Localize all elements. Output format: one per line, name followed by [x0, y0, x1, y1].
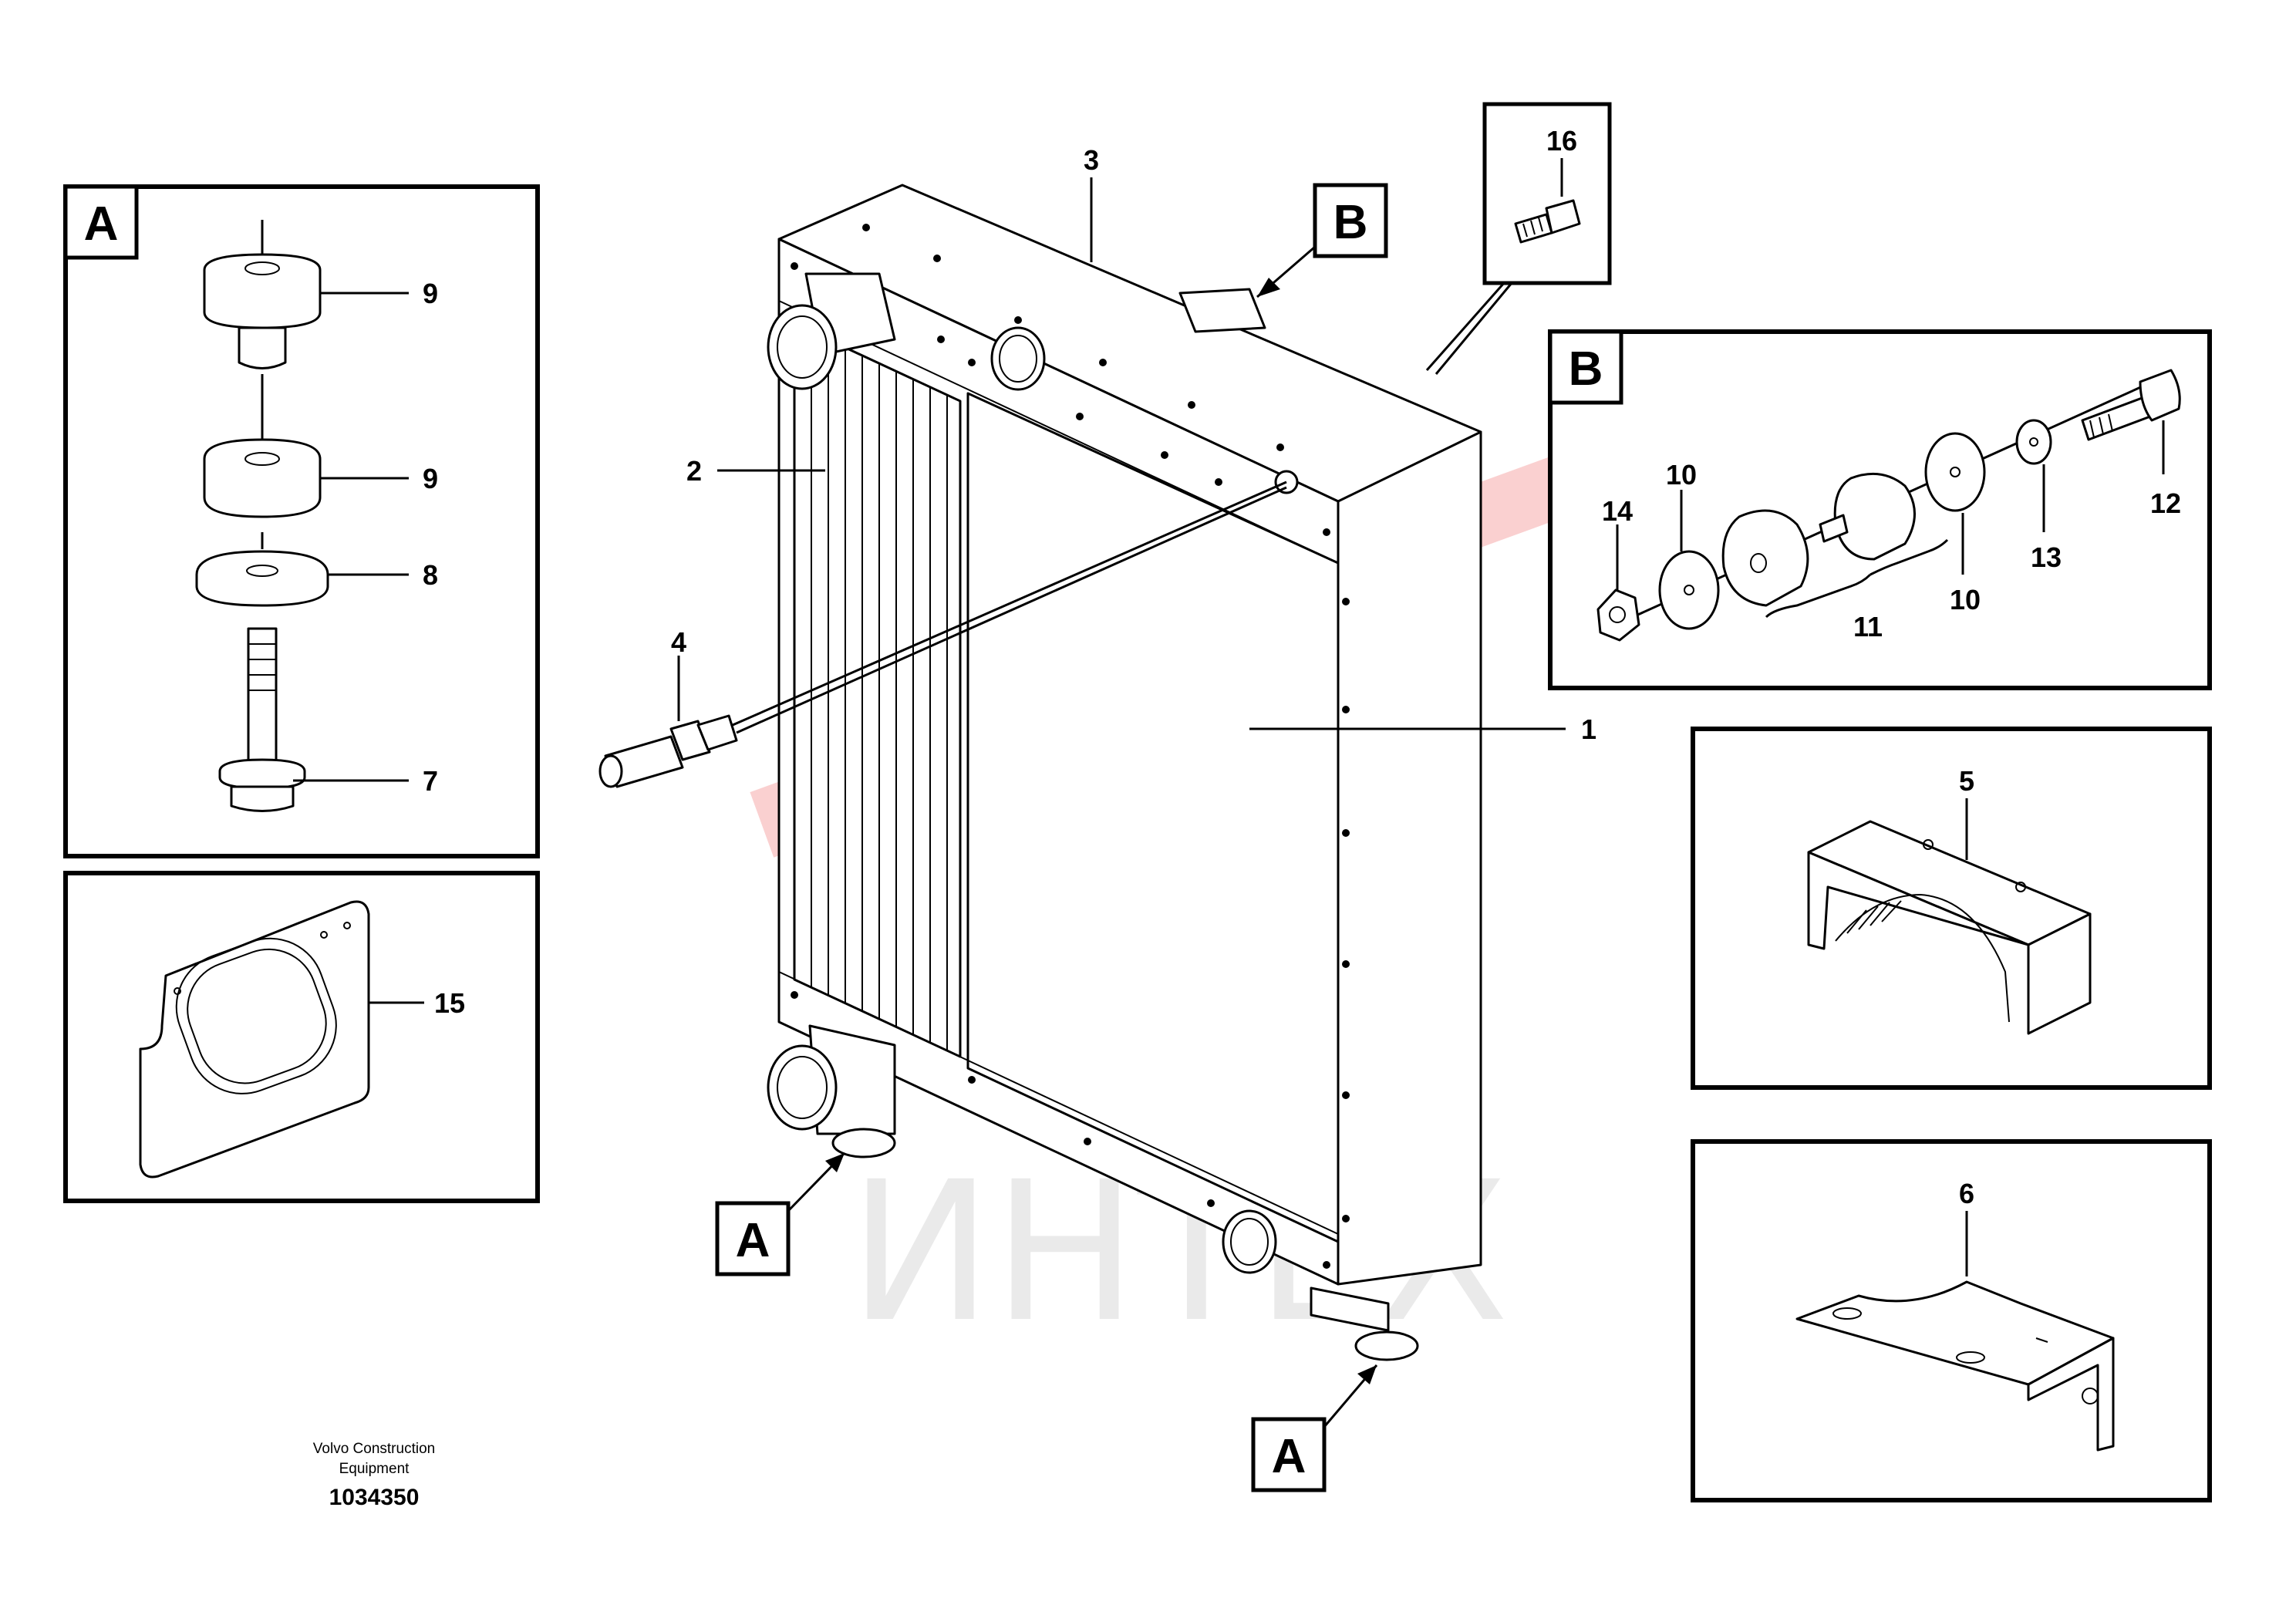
footer-company-line1: Volvo Construction [312, 1441, 436, 1457]
callout-10-front: 10 [1666, 459, 1697, 491]
detail-tag-box [1548, 329, 1623, 405]
mounting-holes [791, 224, 1350, 1269]
washer-back [1924, 432, 1986, 512]
radiator-foot [1310, 1286, 1390, 1332]
detail-box-gasket: 15 [63, 871, 540, 1203]
detail-box-b-fastener: B 14 10 11 [1548, 329, 2212, 690]
detail-frame [1691, 1139, 2212, 1502]
callout-11: 11 [1853, 611, 1883, 642]
hose-clamp-bracket [1807, 820, 2092, 1035]
outlet-pipe-top [990, 326, 1046, 391]
detail-tag-label: A [84, 197, 119, 251]
detail-frame [1691, 727, 2212, 1090]
radiator-assembly [767, 184, 1482, 1361]
washer-front [1658, 550, 1720, 630]
callout-6: 6 [1959, 1178, 1974, 1209]
detail-tag-box [63, 184, 139, 260]
callout-4: 4 [671, 626, 686, 658]
detail-frame [63, 184, 540, 858]
detail-box-clamp: 5 [1691, 727, 2212, 1090]
hex-bolt [1514, 199, 1581, 244]
gasket [139, 900, 370, 1179]
mount-foot-bottom [1354, 1330, 1419, 1361]
outlet-pipe-bottom-right [1222, 1209, 1277, 1274]
callout-7: 7 [423, 765, 438, 797]
callout-9-lower: 9 [423, 463, 438, 494]
callout-3: 3 [1084, 144, 1099, 176]
callout-9-upper: 9 [423, 278, 438, 309]
tag-b-pointer: B [1256, 183, 1388, 298]
support-bracket [1795, 1280, 2115, 1452]
footer-company: Volvo Construction Equipment [262, 1439, 486, 1479]
temperature-sender [598, 481, 1287, 788]
long-bolt [2081, 369, 2181, 441]
detail-frame [1482, 102, 1612, 285]
callout-13: 13 [2031, 541, 2062, 573]
detail-frame [63, 871, 540, 1203]
callout-12: 12 [2150, 487, 2181, 519]
callout-1: 1 [1581, 713, 1596, 745]
radiator-fins [793, 322, 962, 1058]
detail-box-bolt: 16 [1425, 102, 1612, 375]
callout-5: 5 [1959, 765, 1974, 797]
callout-15: 15 [434, 987, 465, 1019]
drawing-number: 1034350 [329, 1485, 420, 1510]
callout-14: 14 [1602, 495, 1633, 527]
footer-company-line2: Equipment [339, 1461, 410, 1477]
outlet-pipe-bottom-left [767, 1024, 896, 1158]
top-bracket [1178, 288, 1266, 333]
svg-text:B: B [1333, 196, 1368, 249]
flange-nut [1596, 588, 1640, 642]
washer [195, 550, 329, 607]
rubber-mount-lower [203, 438, 322, 518]
callout-2: 2 [686, 455, 702, 487]
callout-8: 8 [423, 559, 438, 591]
tag-a-pointer-right: A [1251, 1364, 1378, 1492]
svg-text:A: A [736, 1214, 770, 1267]
rubber-mount-upper [203, 253, 322, 369]
svg-text:A: A [1272, 1430, 1306, 1483]
inlet-pipe-top-left [767, 272, 896, 390]
radiator-core-opening [966, 392, 1340, 1243]
radiator-side-panel [1337, 430, 1482, 1286]
callout-16: 16 [1546, 125, 1577, 157]
callout-10-back: 10 [1950, 584, 1981, 615]
tag-a-pointer-left: A [715, 1152, 846, 1276]
rubber-bushing-pair [1721, 472, 1916, 607]
lock-washer [2015, 419, 2052, 465]
detail-tag-label: B [1569, 342, 1603, 396]
flange-bolt [218, 627, 306, 812]
detail-box-a-mount: A 9 9 8 7 [63, 184, 540, 858]
detail-box-bracket: 6 [1691, 1139, 2212, 1502]
